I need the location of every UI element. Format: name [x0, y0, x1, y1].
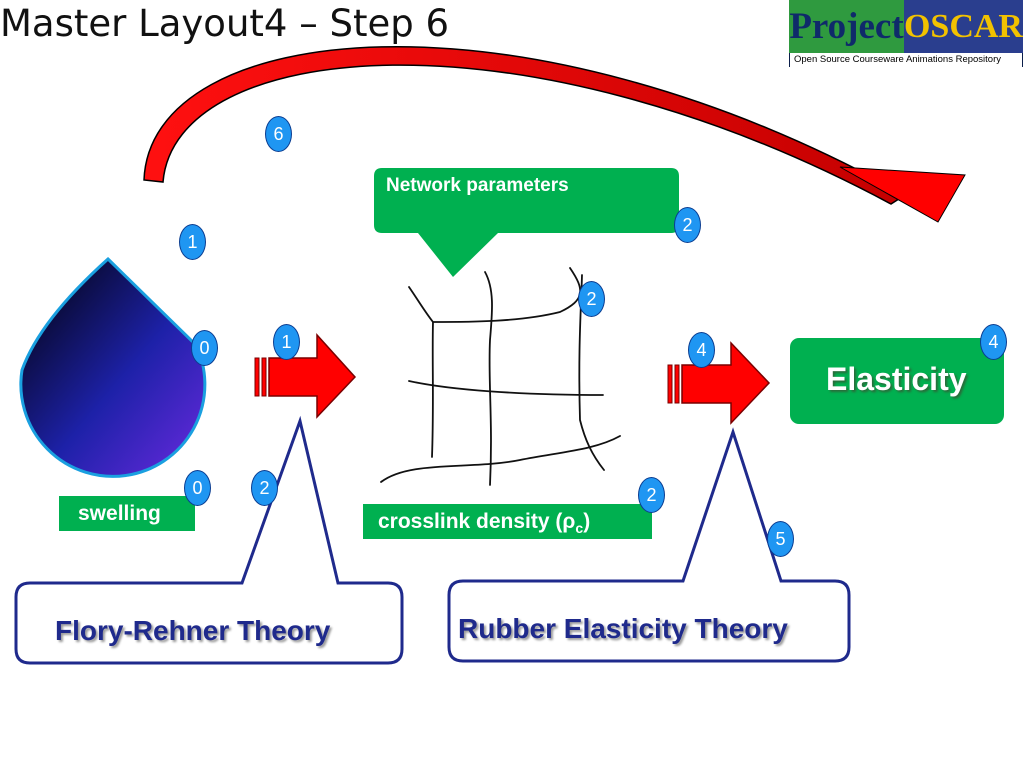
arrow-right-1 [254, 333, 357, 419]
step-badge-4-elasticity[interactable]: 4 [980, 324, 1007, 360]
rubber-elasticity-callout [447, 427, 851, 663]
crosslink-density-text: crosslink density (ρ [378, 510, 576, 533]
step-badge-1-arrow[interactable]: 1 [273, 324, 300, 360]
step-badge-5-rubber[interactable]: 5 [767, 521, 794, 557]
elasticity-label: Elasticity [826, 361, 967, 397]
network-parameters-label: Network parameters [386, 175, 569, 196]
logo-tagline: Open Source Courseware Animations Reposi… [790, 53, 1022, 67]
network-parameters-callout [374, 168, 679, 277]
step-badge-2-flory[interactable]: 2 [251, 470, 278, 506]
step-badge-2-network[interactable]: 2 [578, 281, 605, 317]
step-badge-6[interactable]: 6 [265, 116, 292, 152]
flory-rehner-callout [14, 415, 404, 665]
crosslink-density-subscript: c [575, 520, 584, 537]
elasticity-box [790, 338, 1004, 424]
logo-word-oscar: OSCAR [903, 0, 1023, 53]
step-badge-1-drop[interactable]: 1 [179, 224, 206, 260]
step-badge-4-arrow[interactable]: 4 [688, 332, 715, 368]
project-oscar-logo: Project OSCAR Open Source Courseware Ani… [789, 0, 1023, 67]
curved-feedback-arrow [143, 46, 966, 223]
swelling-drop-shape [19, 256, 207, 478]
step-badge-0-drop[interactable]: 0 [191, 330, 218, 366]
crosslink-density-label: crosslink density (ρc) [363, 504, 652, 539]
arrow-right-4 [667, 341, 771, 425]
slide-title: Master Layout4 – Step 6 [0, 2, 450, 45]
step-badge-2-network-parameters[interactable]: 2 [674, 207, 701, 243]
logo-word-project: Project [789, 0, 904, 53]
flory-rehner-theory-label: Flory-Rehner Theory [55, 615, 331, 646]
step-badge-2-crosslink[interactable]: 2 [638, 477, 665, 513]
crosslink-density-close: ) [583, 510, 591, 533]
swelling-label: swelling [59, 496, 195, 531]
step-badge-0-swelling[interactable]: 0 [184, 470, 211, 506]
rubber-elasticity-theory-label: Rubber Elasticity Theory [458, 613, 788, 644]
